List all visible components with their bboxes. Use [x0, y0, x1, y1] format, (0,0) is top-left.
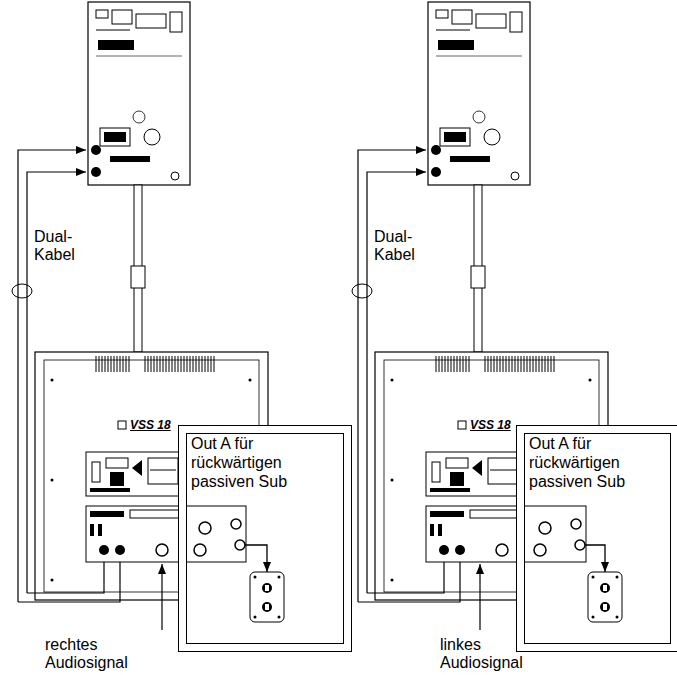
- illustration-part: [12, 2, 268, 602]
- box-text: Out A für rückwärtigen passiven Sub: [517, 426, 669, 491]
- passive-sub-box: Out A für rückwärtigen passiven Sub: [516, 425, 677, 652]
- illustration-part: [588, 572, 622, 622]
- box-text: Out A für rückwärtigen passiven Sub: [179, 426, 331, 491]
- illustration-part: [426, 506, 586, 562]
- model-name: VSS 18: [470, 418, 511, 432]
- illustration-part: [250, 572, 284, 622]
- illustration-part: [86, 506, 246, 562]
- passive-sub-box: Out A für rückwärtigen passiven Sub: [178, 425, 352, 652]
- signal-cable: [585, 545, 605, 572]
- cable-label: Dual-Kabel: [34, 228, 84, 264]
- signal-label: rechtes Audiosignal: [45, 636, 145, 672]
- signal-cable: [245, 545, 267, 572]
- model-name: VSS 18: [130, 418, 171, 432]
- cable-label: Dual-Kabel: [374, 228, 424, 264]
- illustration-part: [161, 564, 162, 630]
- signal-label: linkes Audiosignal: [440, 636, 540, 672]
- illustration-part: [352, 2, 608, 602]
- illustration-part: [479, 564, 480, 630]
